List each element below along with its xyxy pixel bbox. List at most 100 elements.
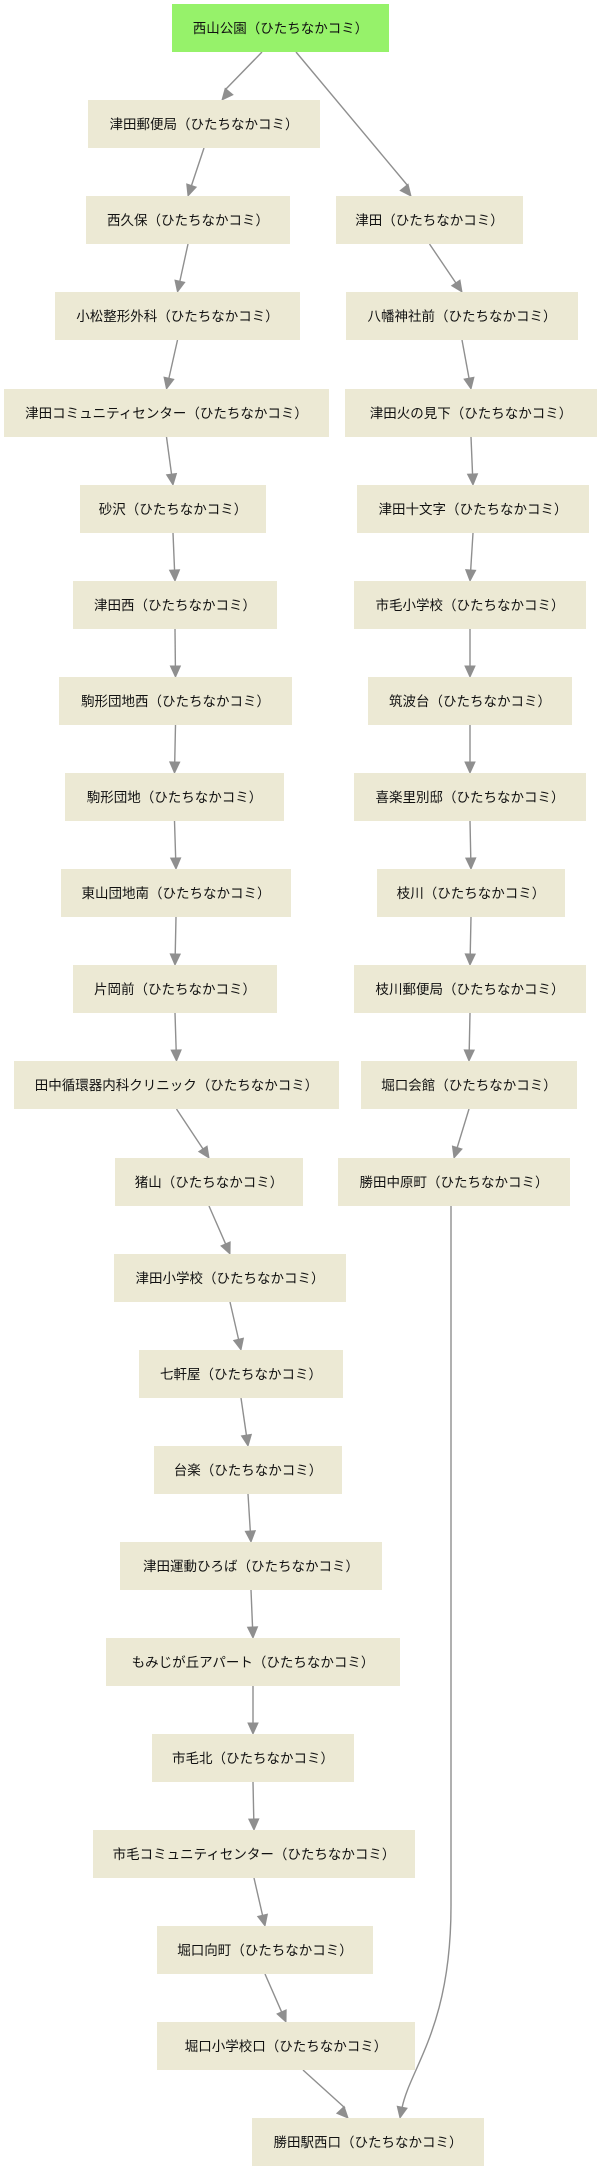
stop-node: 津田運動ひろば（ひたちなかコミ）: [120, 1542, 382, 1590]
stop-node: 片岡前（ひたちなかコミ）: [73, 965, 277, 1013]
edge-line: [295, 51, 409, 187]
edge-r9-r10: [463, 1012, 476, 1063]
edge-line: [401, 1206, 452, 2109]
stop-node: 筑波台（ひたちなかコミ）: [368, 677, 572, 725]
stop-node-box: [14, 1061, 339, 1109]
edge-r8-r9: [464, 916, 477, 967]
arrowhead-icon: [396, 2105, 408, 2120]
stop-node-label: 市毛小学校（ひたちなかコミ）: [376, 597, 565, 614]
stop-node-box: [61, 869, 291, 917]
stop-node: 堀口会館（ひたちなかコミ）: [361, 1061, 577, 1109]
arrowhead-icon: [247, 1722, 259, 1736]
edge-line: [247, 1493, 252, 1533]
edge-line: [468, 1012, 471, 1052]
stop-node-box: [345, 389, 597, 437]
stop-node-box: [114, 1254, 346, 1302]
stop-node-box: [73, 581, 277, 629]
arrowhead-icon: [464, 665, 476, 679]
arrowhead-icon: [240, 1433, 253, 1448]
edge-n13-n14: [229, 1301, 245, 1352]
edge-line: [470, 436, 474, 476]
arrowhead-icon: [247, 1818, 260, 1832]
edge-r3-r4: [466, 436, 479, 487]
edge-line: [168, 339, 179, 380]
nodes-layer: 西山公園（ひたちなかコミ）津田郵便局（ひたちなかコミ）西久保（ひたちなかコミ）小…: [4, 4, 597, 2166]
stop-node: 市毛小学校（ひたちなかコミ）: [354, 581, 586, 629]
arrowhead-icon: [256, 1913, 269, 1928]
arrowhead-icon: [163, 376, 175, 391]
arrowhead-icon: [221, 87, 234, 101]
stop-node: 枝川（ひたちなかコミ）: [377, 869, 565, 917]
edge-n0-n1: [221, 51, 263, 101]
edge-r2-r3: [461, 339, 475, 391]
stop-node: 西久保（ひたちなかコミ）: [86, 196, 290, 244]
arrowhead-icon: [276, 2009, 287, 2024]
arrowhead-icon: [399, 183, 412, 197]
edge-line: [428, 243, 457, 285]
edge-n7-n8: [168, 724, 181, 775]
stop-node-box: [73, 965, 277, 1013]
edge-line: [461, 339, 470, 380]
arrowhead-icon: [169, 857, 182, 871]
edge-n14-n15: [240, 1397, 253, 1448]
arrowhead-icon: [464, 761, 476, 775]
arrowhead-icon: [232, 1337, 245, 1352]
stop-node-box: [4, 389, 329, 437]
edge-n11-n12: [175, 1108, 210, 1160]
stop-node: 津田火の見下（ひたちなかコミ）: [345, 389, 597, 437]
arrowhead-icon: [174, 279, 186, 294]
arrowhead-icon: [464, 953, 477, 967]
stop-node-label: 八幡神社前（ひたちなかコミ）: [368, 308, 557, 325]
stop-node-label: 堀口小学校口（ひたちなかコミ）: [185, 2038, 388, 2055]
arrowhead-icon: [335, 2105, 349, 2119]
edge-line: [253, 1877, 264, 1917]
edge-n10-n11: [170, 1012, 182, 1063]
stop-node-box: [139, 1350, 343, 1398]
edge-n4-n5: [165, 436, 178, 487]
arrowhead-icon: [450, 279, 463, 294]
edge-r10-r11: [451, 1108, 470, 1160]
arrowhead-icon: [464, 569, 477, 583]
stop-node-label: 西山公園（ひたちなかコミ）: [193, 21, 369, 37]
stop-node-box: [65, 773, 284, 821]
arrowhead-icon: [169, 953, 182, 967]
stop-node-label: 西久保（ひたちなかコミ）: [107, 213, 269, 229]
stop-node: 津田コミュニティセンター（ひたちなかコミ）: [4, 389, 329, 437]
stop-node: 勝田中原町（ひたちなかコミ）: [338, 1158, 570, 1206]
stop-node-box: [354, 581, 586, 629]
stop-node-label: 津田コミュニティセンター（ひたちなかコミ）: [25, 406, 308, 422]
stop-node: 七軒屋（ひたちなかコミ）: [139, 1350, 343, 1398]
stop-node-label: 津田運動ひろば（ひたちなかコミ）: [143, 1559, 359, 1575]
stop-node: 津田小学校（ひたちなかコミ）: [114, 1254, 346, 1302]
edge-n5-n6: [168, 532, 181, 583]
edge-line: [250, 1589, 254, 1629]
edge-n21-n22: [302, 2069, 349, 2119]
stop-node: 田中循環器内科クリニック（ひたちなかコミ）: [14, 1061, 339, 1109]
edge-line: [173, 820, 177, 860]
stop-node-label: 堀口会館（ひたちなかコミ）: [381, 1078, 557, 1094]
edge-line: [240, 1397, 248, 1437]
stop-node-label: 勝田中原町（ひたちなかコミ）: [360, 1175, 549, 1191]
stop-node: 市毛北（ひたちなかコミ）: [152, 1734, 354, 1782]
stop-node-box: [346, 292, 578, 340]
arrowhead-icon: [168, 761, 181, 775]
arrowhead-icon: [463, 1049, 476, 1063]
stop-node-box: [357, 485, 589, 533]
edge-n9-n10: [169, 916, 182, 967]
edge-n6-n7: [169, 628, 182, 679]
arrowhead-icon: [197, 1145, 210, 1160]
edge-line: [252, 1781, 255, 1821]
arrowhead-icon: [451, 1145, 463, 1160]
stop-node: 勝田駅西口（ひたちなかコミ）: [252, 2118, 484, 2166]
edge-r7-r8: [464, 820, 477, 871]
stop-node-box: [59, 677, 292, 725]
stop-node-box: [86, 196, 290, 244]
edge-line: [456, 1108, 470, 1149]
stop-node-label: 津田火の見下（ひたちなかコミ）: [370, 406, 573, 422]
edge-r6-r7: [464, 725, 476, 775]
stop-node-label: 駒形団地西（ひたちなかコミ）: [81, 694, 270, 710]
edge-line: [469, 532, 474, 572]
edge-n2-n3: [174, 243, 189, 294]
edge-r5-r6: [464, 629, 476, 679]
stop-node-box: [338, 1158, 570, 1206]
